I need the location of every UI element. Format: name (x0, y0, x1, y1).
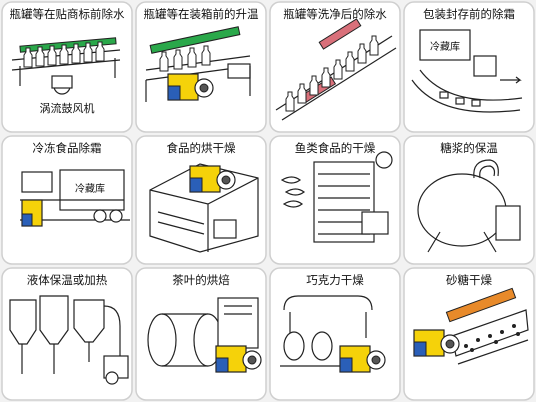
panel-title: 瓶罐等在装箱前的升温 (144, 7, 259, 21)
panel-title: 冷冻食品除霜 (33, 141, 102, 155)
panel-title: 液体保温或加热 (27, 273, 108, 287)
panel-post-wash-dewater: 瓶罐等洗净后的除水 (269, 1, 401, 133)
panel-syrup-warming: 糖浆的保温 (403, 135, 535, 265)
panel-title: 食品的烘干燥 (167, 141, 236, 155)
liquid-tanks-illustration (9, 295, 129, 385)
cold-storage-label: 冷藏库 (430, 40, 460, 53)
sugar-conveyor-illustration (413, 287, 529, 365)
syrup-tank-illustration (417, 159, 521, 253)
panel-chocolate-drying: 巧克力干燥 (269, 267, 401, 401)
panel-frozen-food-defrost: 冷冻食品除霜 冷藏库 (1, 135, 133, 265)
dryer-illustration (149, 163, 259, 253)
chocolate-line-illustration (280, 295, 386, 373)
defrost-line-illustration (411, 29, 523, 113)
panel-title: 砂糖干燥 (446, 273, 492, 287)
panel-title: 鱼类食品的干燥 (295, 141, 376, 155)
washline-illustration (275, 18, 397, 121)
panel-title: 巧克力干燥 (306, 273, 364, 287)
conveyor-illustration (11, 37, 121, 95)
panel-title: 包装封存前的除霜 (423, 7, 515, 21)
panel-liquid-heating: 液体保温或加热 (1, 267, 133, 401)
fish-rack-illustration (280, 151, 393, 243)
panel-title: 糖浆的保温 (440, 141, 498, 155)
panel-pre-seal-defrost: 包装封存前的除霜 冷藏库 (403, 1, 535, 133)
panel-sugar-drying: 砂糖干燥 (403, 267, 535, 401)
tea-drum-illustration (147, 297, 262, 373)
panel-title: 瓶罐等在贴商标前除水 (10, 7, 125, 21)
frozen-illustration (20, 169, 130, 227)
panel-boxing-warmup: 瓶罐等在装箱前的升温 (135, 1, 267, 133)
panel-title: 瓶罐等洗净后的除水 (283, 7, 387, 21)
panel-food-drying: 食品的烘干燥 (135, 135, 267, 265)
blower-label: 涡流鼓风机 (40, 101, 95, 115)
panel-label-prep-dewater: 瓶罐等在贴商标前除水 涡流鼓风机 (1, 1, 133, 133)
cold-storage-label: 冷藏库 (75, 182, 105, 195)
warmup-illustration (145, 26, 251, 102)
panel-title: 茶叶的烘焙 (172, 273, 230, 287)
panel-tea-roasting: 茶叶的烘焙 (135, 267, 267, 401)
panel-fish-drying: 鱼类食品的干燥 (269, 135, 401, 265)
